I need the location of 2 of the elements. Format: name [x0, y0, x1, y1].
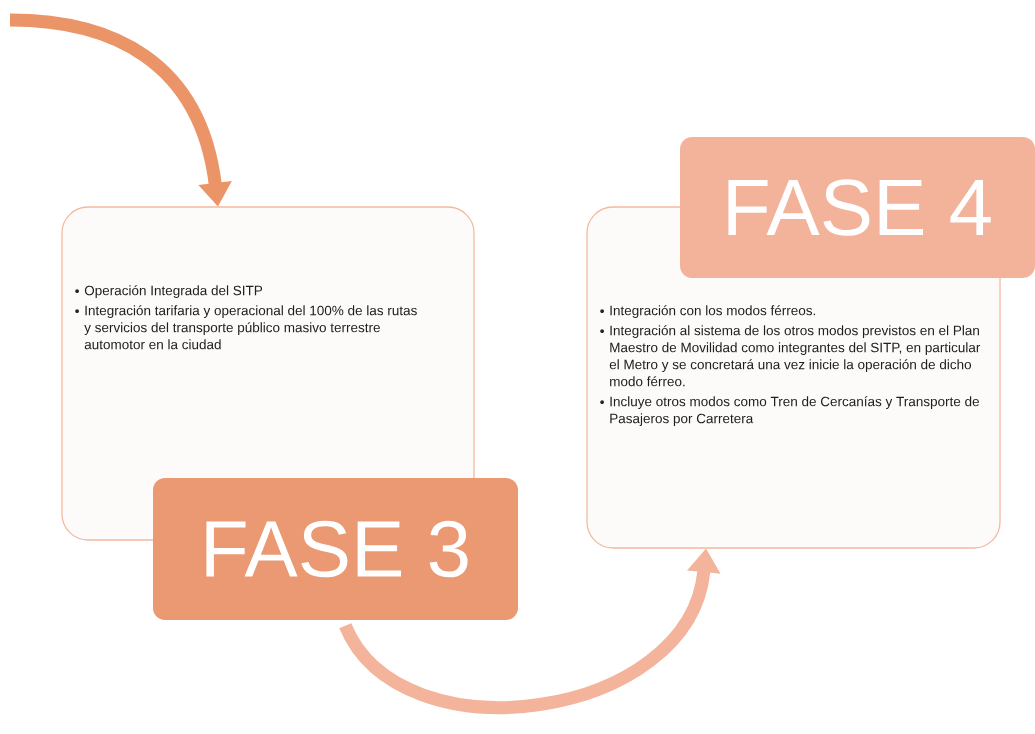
phase-label: FASE 4 — [680, 137, 1035, 278]
phase-label: FASE 3 — [153, 478, 518, 620]
